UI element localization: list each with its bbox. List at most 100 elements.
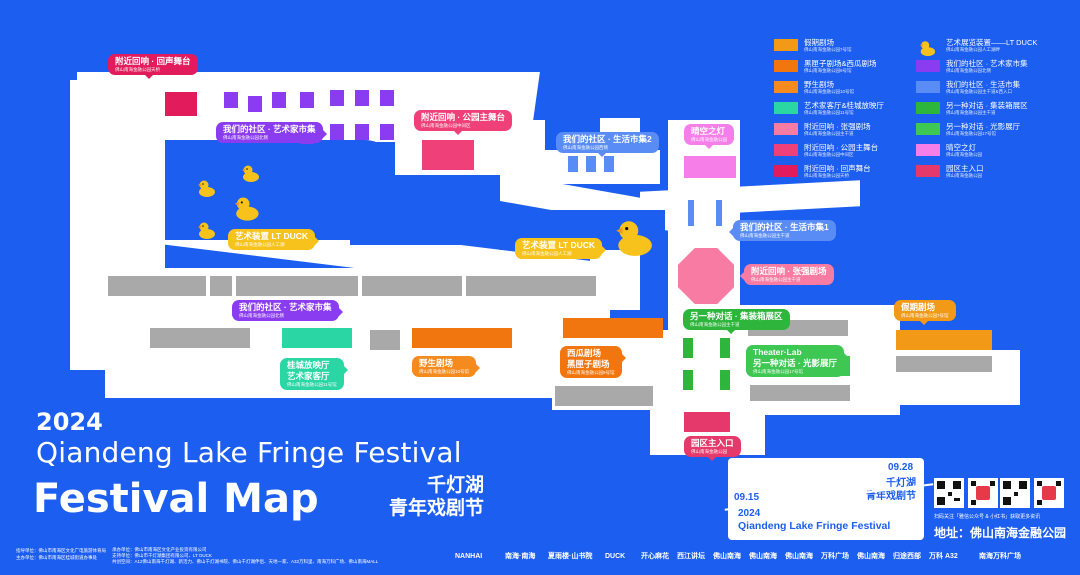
credit-line: 共创空间：A12佛山南海千灯湖、新活力、佛山千灯湖书院、佛山千灯湖伴侣、天地一家… xyxy=(112,559,379,564)
legend-sub: 佛山南海金融公园 xyxy=(946,152,982,157)
legend-sub: 佛山南海金融公园主干道 xyxy=(804,131,854,136)
label-title: 野生剧场 xyxy=(419,358,454,368)
map-label-theater-lab[interactable]: Theater·Lab 另一种对话 · 光影展厅 佛山南海金融公园17号馆 xyxy=(746,345,849,377)
building xyxy=(108,276,206,296)
park-stage-venue[interactable] xyxy=(422,140,474,170)
map-label-artist-market-bottom[interactable]: 我们的社区 · 艺术家市集 佛山南海金融公园北侧 xyxy=(232,300,343,321)
credits-left: 指导单位：佛山市南海区文化广电旅游体育局 主办单位：佛山市南海区桂城街道办事处 xyxy=(16,547,106,561)
label-title: 西瓜剧场 xyxy=(567,348,602,358)
label-title: 附近回响 · 张强剧场 xyxy=(751,266,827,276)
legend-text: 野生剧场佛山南海金融公园10号馆 xyxy=(804,80,854,94)
legend-sub: 佛山南海金融公园9号馆 xyxy=(804,68,852,73)
legend-text: 另一种对话 · 集装箱展区佛山南海金融公园主干道 xyxy=(946,101,1028,115)
sponsor-logo: NANHAI xyxy=(455,552,483,560)
walkway xyxy=(650,380,680,455)
main-entrance-venue[interactable] xyxy=(684,412,730,432)
page-title: Festival Map xyxy=(33,476,319,522)
legend-swatch xyxy=(916,123,940,135)
echo-stage-venue[interactable] xyxy=(165,92,197,116)
label-sub: 佛山南海金融公园9号馆 xyxy=(567,370,615,375)
credit-line: 支持单位：佛山市千灯湖集团有限公司、LT DUCK xyxy=(112,553,212,558)
sponsor-logo: 万科 A32 xyxy=(929,553,958,560)
legend-text: 艺术家客厅&桂城放映厅佛山南海金融公园11号馆 xyxy=(804,101,884,115)
sponsor-logo: 佛山南海 xyxy=(749,553,777,560)
holiday-theatre-venue[interactable] xyxy=(896,330,992,350)
map-label-echo-stage[interactable]: 附近回响 · 回声舞台 佛山南海金融公园天桥 xyxy=(108,54,198,79)
legend-label: 附近回响 · 回声舞台 xyxy=(804,164,871,173)
life-market-stall xyxy=(604,156,614,172)
legend-item: 黑匣子剧场&西瓜剧场佛山南海金融公园9号馆 xyxy=(774,59,877,73)
duck-icon xyxy=(916,39,940,57)
sponsor-logo: 开心麻花 xyxy=(641,553,669,560)
address: 地址：佛山南海金融公园 xyxy=(934,526,1067,540)
qr-code[interactable] xyxy=(1034,478,1064,508)
sponsor-logo: 夏雨楼·山书院 xyxy=(548,553,593,560)
map-label-sky-light[interactable]: 晴空之灯 佛山南海金融公园 xyxy=(684,124,734,149)
festival-name-cn: 千灯湖 青年戏剧节 xyxy=(388,474,484,520)
map-label-life-market-2[interactable]: 我们的社区 · 生活市集2 佛山南海金融公园西侧 xyxy=(556,132,659,157)
label-sub: 佛山南海金融公园人工湖 xyxy=(235,242,285,247)
label-sub: 佛山南海金融公园北侧 xyxy=(223,135,268,140)
map-label-life-market-1[interactable]: 我们的社区 · 生活市集1 佛山南海金融公园主干道 xyxy=(729,220,836,241)
map-label-duck-mid[interactable]: 艺术装置 LT DUCK 佛山南海金融公园人工湖 xyxy=(515,238,607,259)
map-label-guicheng[interactable]: 桂城放映厅 艺术家客厅 佛山南海金融公园11号馆 xyxy=(280,358,348,390)
qr-code[interactable] xyxy=(934,478,964,508)
building xyxy=(362,276,462,296)
sponsor-logo: 归途西部 xyxy=(893,553,921,560)
card-year: 2024 xyxy=(738,508,761,519)
map-label-holiday[interactable]: 假期剧场 佛山南海金融公园7号馆 xyxy=(894,300,956,325)
label-title: 附近回响 · 公园主舞台 xyxy=(421,112,506,122)
map-label-watermelon[interactable]: 西瓜剧场 黑匣子剧场 佛山南海金融公园9号馆 xyxy=(560,346,626,378)
credit-line: 主办单位：佛山市南海区桂城街道办事处 xyxy=(16,555,97,560)
legend-label: 我们的社区 · 艺术家市集 xyxy=(946,59,1028,68)
legend-text: 另一种对话 · 光影展厅佛山南海金融公园17号馆 xyxy=(946,122,1020,136)
legend-swatch xyxy=(916,165,940,177)
date-start: 09.15 xyxy=(734,492,760,503)
life-market-stall xyxy=(716,200,722,226)
guicheng-venue[interactable] xyxy=(282,328,352,348)
life-market-stall xyxy=(568,156,578,172)
cn-line-1: 千灯湖 xyxy=(426,475,484,496)
zhang-theatre-venue[interactable] xyxy=(678,248,734,304)
map-label-artist-market-top[interactable]: 我们的社区 · 艺术家市集 佛山南海金融公园北侧 xyxy=(216,122,327,143)
legend-swatch xyxy=(774,144,798,156)
label-title: 我们的社区 · 生活市集2 xyxy=(563,134,652,144)
map-label-main-entrance[interactable]: 园区主入口 佛山南海金融公园 xyxy=(684,436,741,461)
legend-text: 附近回响 · 回声舞台佛山南海金融公园天桥 xyxy=(804,164,871,178)
festival-year: 2024 xyxy=(36,408,103,436)
qr-code[interactable] xyxy=(1000,478,1030,508)
map-label-duck-left[interactable]: 艺术装置 LT DUCK 佛山南海金融公园人工湖 xyxy=(228,229,320,250)
label-sub: 佛山南海金融公园中间区 xyxy=(421,123,471,128)
legend-label: 附近回响 · 张强剧场 xyxy=(804,122,871,131)
legend-label: 附近回响 · 公园主舞台 xyxy=(804,143,879,152)
building xyxy=(236,276,358,296)
wild-theatre-venue[interactable] xyxy=(412,328,512,348)
label-title: 艺术装置 LT DUCK xyxy=(235,231,309,241)
legend-item: 晴空之灯佛山南海金融公园 xyxy=(916,143,982,157)
legend-sub: 佛山南海金融公园10号馆 xyxy=(804,89,855,94)
legend-item: 我们的社区 · 生活市集佛山南海金融公园主干道&西入口 xyxy=(916,80,1020,94)
legend-item: 艺术家客厅&桂城放映厅佛山南海金融公园11号馆 xyxy=(774,101,884,115)
sky-light-venue[interactable] xyxy=(684,156,736,178)
map-label-park-stage[interactable]: 附近回响 · 公园主舞台 佛山南海金融公园中间区 xyxy=(414,110,513,135)
map-label-wild-theatre[interactable]: 野生剧场 佛山南海金融公园10号馆 xyxy=(412,356,481,377)
building xyxy=(896,356,992,372)
label-sub: 佛山南海金融公园主干道 xyxy=(740,233,790,238)
building xyxy=(750,385,850,401)
map-label-container[interactable]: 另一种对话 · 集装箱展区 佛山南海金融公园主干道 xyxy=(683,309,790,334)
qr-code[interactable] xyxy=(968,478,998,508)
label-title: 我们的社区 · 生活市集1 xyxy=(740,222,829,232)
card-cn-1: 千灯湖 xyxy=(886,478,916,489)
legend-sub: 佛山南海金融公园主干道 xyxy=(946,110,996,115)
date-end: 09.28 xyxy=(888,462,914,473)
container-box xyxy=(720,370,730,390)
sponsor-logo: 西江讲坛 xyxy=(677,553,705,560)
duck-icon xyxy=(196,178,216,203)
artist-market-stall xyxy=(355,124,369,140)
black-box-venue[interactable] xyxy=(563,318,663,338)
map-label-zhang-theatre[interactable]: 附近回响 · 张强剧场 佛山南海金融公园主干道 xyxy=(740,264,834,285)
label-title-2: 黑匣子剧场 xyxy=(567,359,610,369)
legend-text: 附近回响 · 张强剧场佛山南海金融公园主干道 xyxy=(804,122,871,136)
legend-item: 另一种对话 · 光影展厅佛山南海金融公园17号馆 xyxy=(916,122,1020,136)
artist-market-stall xyxy=(380,90,394,106)
